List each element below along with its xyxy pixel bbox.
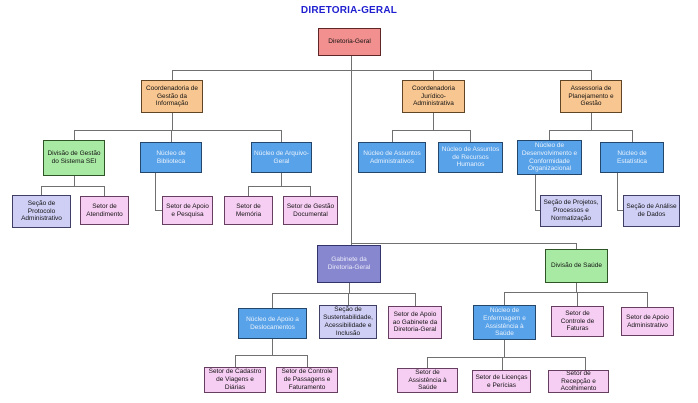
org-node-assessoria-planejamento-gestao: Assessoria de Planejamento e Gestão bbox=[560, 80, 622, 113]
org-node-coordenadoria-juridico-administrativa: Coordenadoria Jurídico-Administrativa bbox=[402, 80, 465, 113]
org-node-divisao-saude: Divisão de Saúde bbox=[545, 249, 608, 283]
org-node-setor-apoio-gabinete: Setor de Apoio ao Gabinete da Diretoria-… bbox=[388, 306, 442, 339]
org-node-gabinete-diretoria-geral: Gabinete da Diretoria-Geral bbox=[317, 245, 381, 283]
org-node-setor-controle-faturas: Setor de Controle de Faturas bbox=[551, 306, 604, 337]
org-node-setor-apoio-pesquisa: Setor de Apoio e Pesquisa bbox=[162, 196, 213, 225]
org-node-diretoria-geral: Diretoria-Geral bbox=[318, 28, 381, 56]
org-node-nucleo-apoio-deslocamentos: Núcleo de Apoio a Deslocamentos bbox=[238, 308, 307, 339]
org-node-nucleo-enfermagem-assistencia: Núcleo de Enfermagem e Assistência à Saú… bbox=[473, 305, 536, 340]
org-node-nucleo-assuntos-administrativos: Núcleo de Assuntos Administrativos bbox=[358, 142, 426, 173]
org-node-divisao-gestao-sistema-sei: Divisão de Gestão do Sistema SEI bbox=[43, 140, 105, 176]
org-node-setor-assistencia-saude: Setor de Assistência à Saúde bbox=[397, 368, 458, 393]
org-node-nucleo-arquivo-geral: Núcleo de Arquivo-Geral bbox=[251, 142, 312, 173]
org-node-secao-projetos-processos-normatizacao: Seção de Projetos, Processos e Normatiza… bbox=[540, 195, 602, 227]
org-node-secao-analise-dados: Seção de Análise de Dados bbox=[623, 195, 680, 227]
org-node-nucleo-biblioteca: Núcleo de Biblioteca bbox=[140, 142, 202, 173]
org-node-setor-licencas-pericias: Setor de Licenças e Perícias bbox=[472, 370, 531, 393]
org-node-nucleo-assuntos-recursos-humanos: Núcleo de Assuntos de Recursos Humanos bbox=[438, 142, 503, 173]
org-node-setor-memoria: Setor de Memória bbox=[224, 196, 273, 225]
org-node-setor-apoio-administrativo: Setor de Apoio Administrativo bbox=[621, 307, 674, 336]
org-node-nucleo-estatistica: Núcleo de Estatística bbox=[600, 142, 664, 173]
org-node-coordenadoria-gestao-informacao: Coordenadoria de Gestão da Informação bbox=[141, 80, 203, 113]
org-node-setor-gestao-documental: Setor de Gestão Documental bbox=[283, 196, 338, 225]
chart-title: DIRETORIA-GERAL bbox=[300, 5, 398, 16]
org-node-setor-controle-passagens-faturamento: Setor de Controle de Passagens e Faturam… bbox=[276, 367, 338, 393]
org-node-setor-cadastro-viagens-diarias: Setor de Cadastro de Viagens e Diárias bbox=[204, 367, 266, 393]
org-node-setor-recepcao-acolhimento: Setor de Recepção e Acolhimento bbox=[548, 370, 609, 393]
org-node-secao-protocolo-administrativo: Seção de Protocolo Administrativo bbox=[12, 195, 71, 228]
org-node-setor-atendimento: Setor de Atendimento bbox=[80, 196, 129, 225]
org-node-nucleo-desenvolvimento-conformidade: Núcleo de Desenvolvimento e Conformidade… bbox=[517, 140, 582, 175]
org-node-secao-sustentabilidade-acessibilidade: Seção de Sustentabilidade, Acessibilidad… bbox=[319, 305, 377, 339]
